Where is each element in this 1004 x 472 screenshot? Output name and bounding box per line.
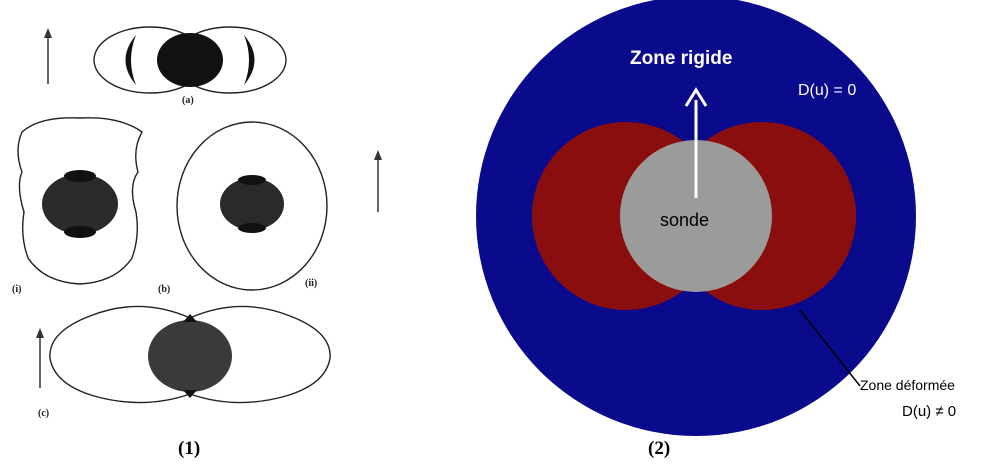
diagram-b-i: (i)	[12, 117, 143, 295]
probe-circle	[620, 140, 772, 292]
leader-line	[799, 309, 861, 387]
arrow-up-icon	[374, 150, 382, 160]
arrow-head-icon	[684, 87, 708, 107]
right-panel: Zone rigide D(u) = 0 sonde Zone déformée…	[476, 0, 956, 436]
arrow-up-icon	[36, 328, 44, 338]
deformed-zone-title: Zone déformée	[860, 377, 955, 393]
label-a: (a)	[182, 95, 194, 106]
diagram-b-ii: (b) (ii)	[158, 121, 382, 295]
label-b: (b)	[158, 284, 170, 295]
probe-label: sonde	[660, 210, 709, 230]
diagram-c: (c)	[36, 305, 331, 419]
label-c: (c)	[38, 408, 49, 419]
arrow-up-icon	[44, 28, 52, 38]
caption-right: (2)	[648, 438, 671, 459]
label-i: (i)	[12, 284, 21, 295]
left-panel: (a) (i) (b) (ii)	[12, 26, 382, 419]
caption-left: (1)	[178, 438, 201, 459]
deformed-zone-value: D(u) ≠ 0	[902, 403, 956, 420]
particle-a	[157, 33, 223, 87]
diagram-a: (a)	[44, 26, 287, 106]
rigid-zone-value: D(u) = 0	[798, 82, 856, 99]
particle-b-i	[42, 174, 118, 234]
rigid-zone-title: Zone rigide	[630, 48, 732, 69]
label-ii: (ii)	[305, 278, 317, 289]
particle-b-ii	[220, 178, 284, 230]
particle-c	[148, 320, 232, 392]
